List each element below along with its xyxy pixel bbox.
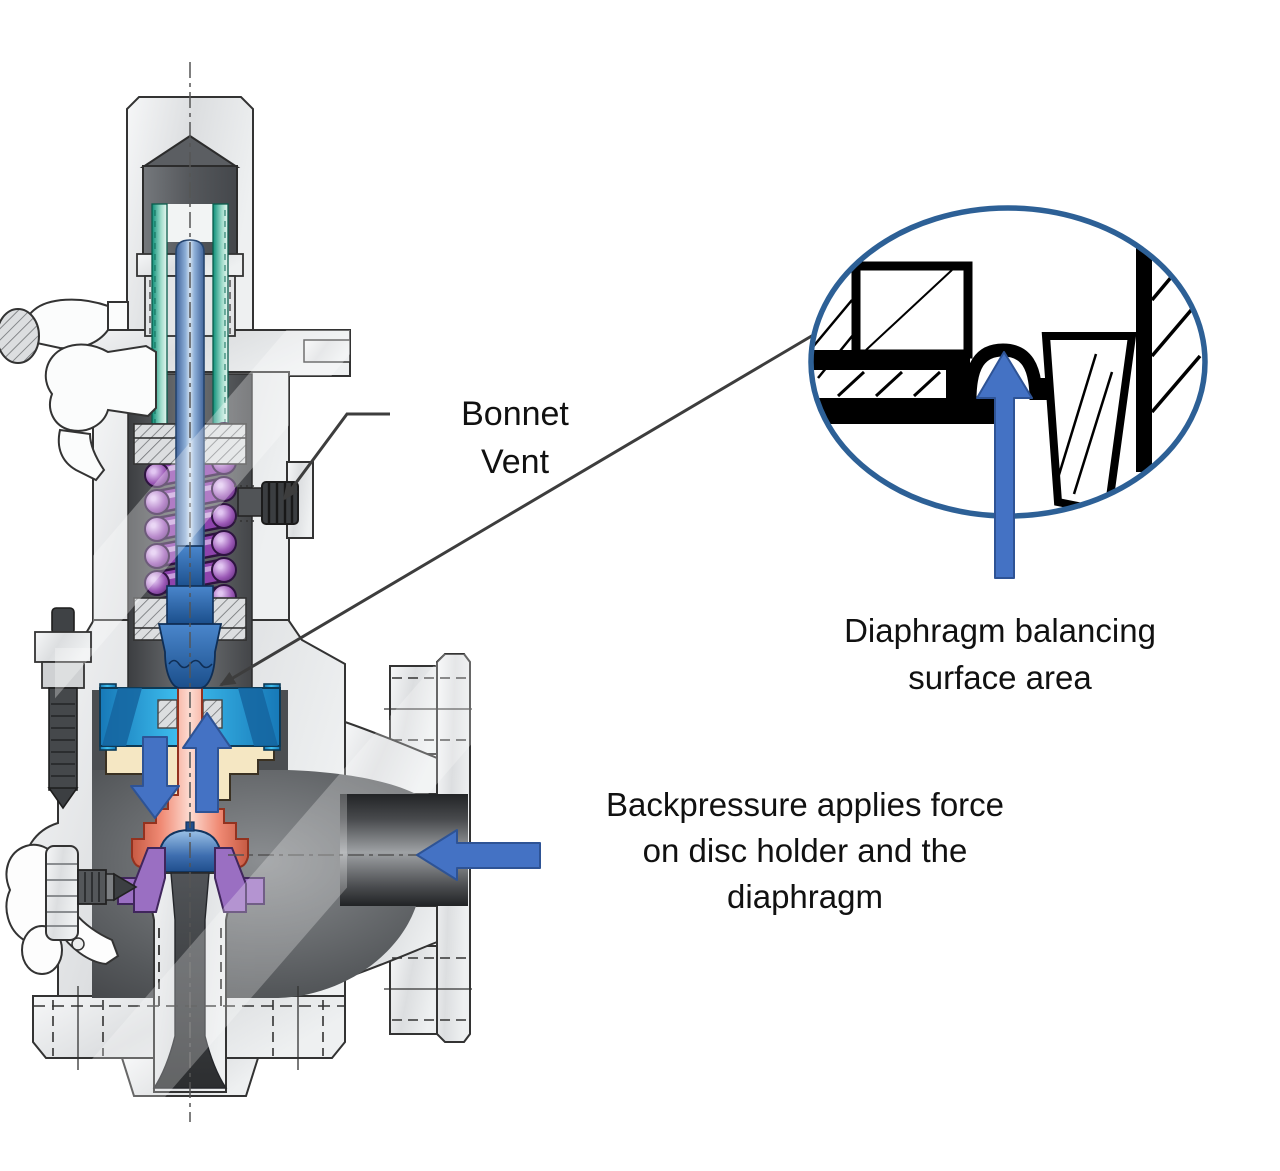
bonnet-vent-label: Bonnet Vent <box>461 395 569 482</box>
balancing-upforce-arrow-icon <box>182 712 232 813</box>
diaphragm-balancing-label: Diaphragm balancing surface area <box>844 612 1156 696</box>
downforce-arrow-icon <box>130 736 180 819</box>
flange-bolt-lines <box>33 677 472 1070</box>
valve-drawing <box>0 62 472 1122</box>
bonnet-stud-bolt <box>34 607 92 810</box>
backpressure-label: Backpressure applies force on disc holde… <box>605 786 1005 916</box>
detail-up-arrow-icon <box>976 351 1033 579</box>
test-gag <box>45 845 138 941</box>
balancing-surface-dome <box>963 343 1043 401</box>
backpressure-arrow-icon <box>416 829 541 881</box>
detail-lens <box>808 205 1208 519</box>
flow-arrows <box>130 351 1033 881</box>
lift-lever-upper <box>0 298 157 482</box>
leader-lines <box>219 332 816 687</box>
bonnet-vent-leader <box>282 412 390 501</box>
detail-circle-leader <box>219 332 816 687</box>
inlet-nozzle <box>142 864 238 1093</box>
nozzle-guide <box>117 847 265 913</box>
